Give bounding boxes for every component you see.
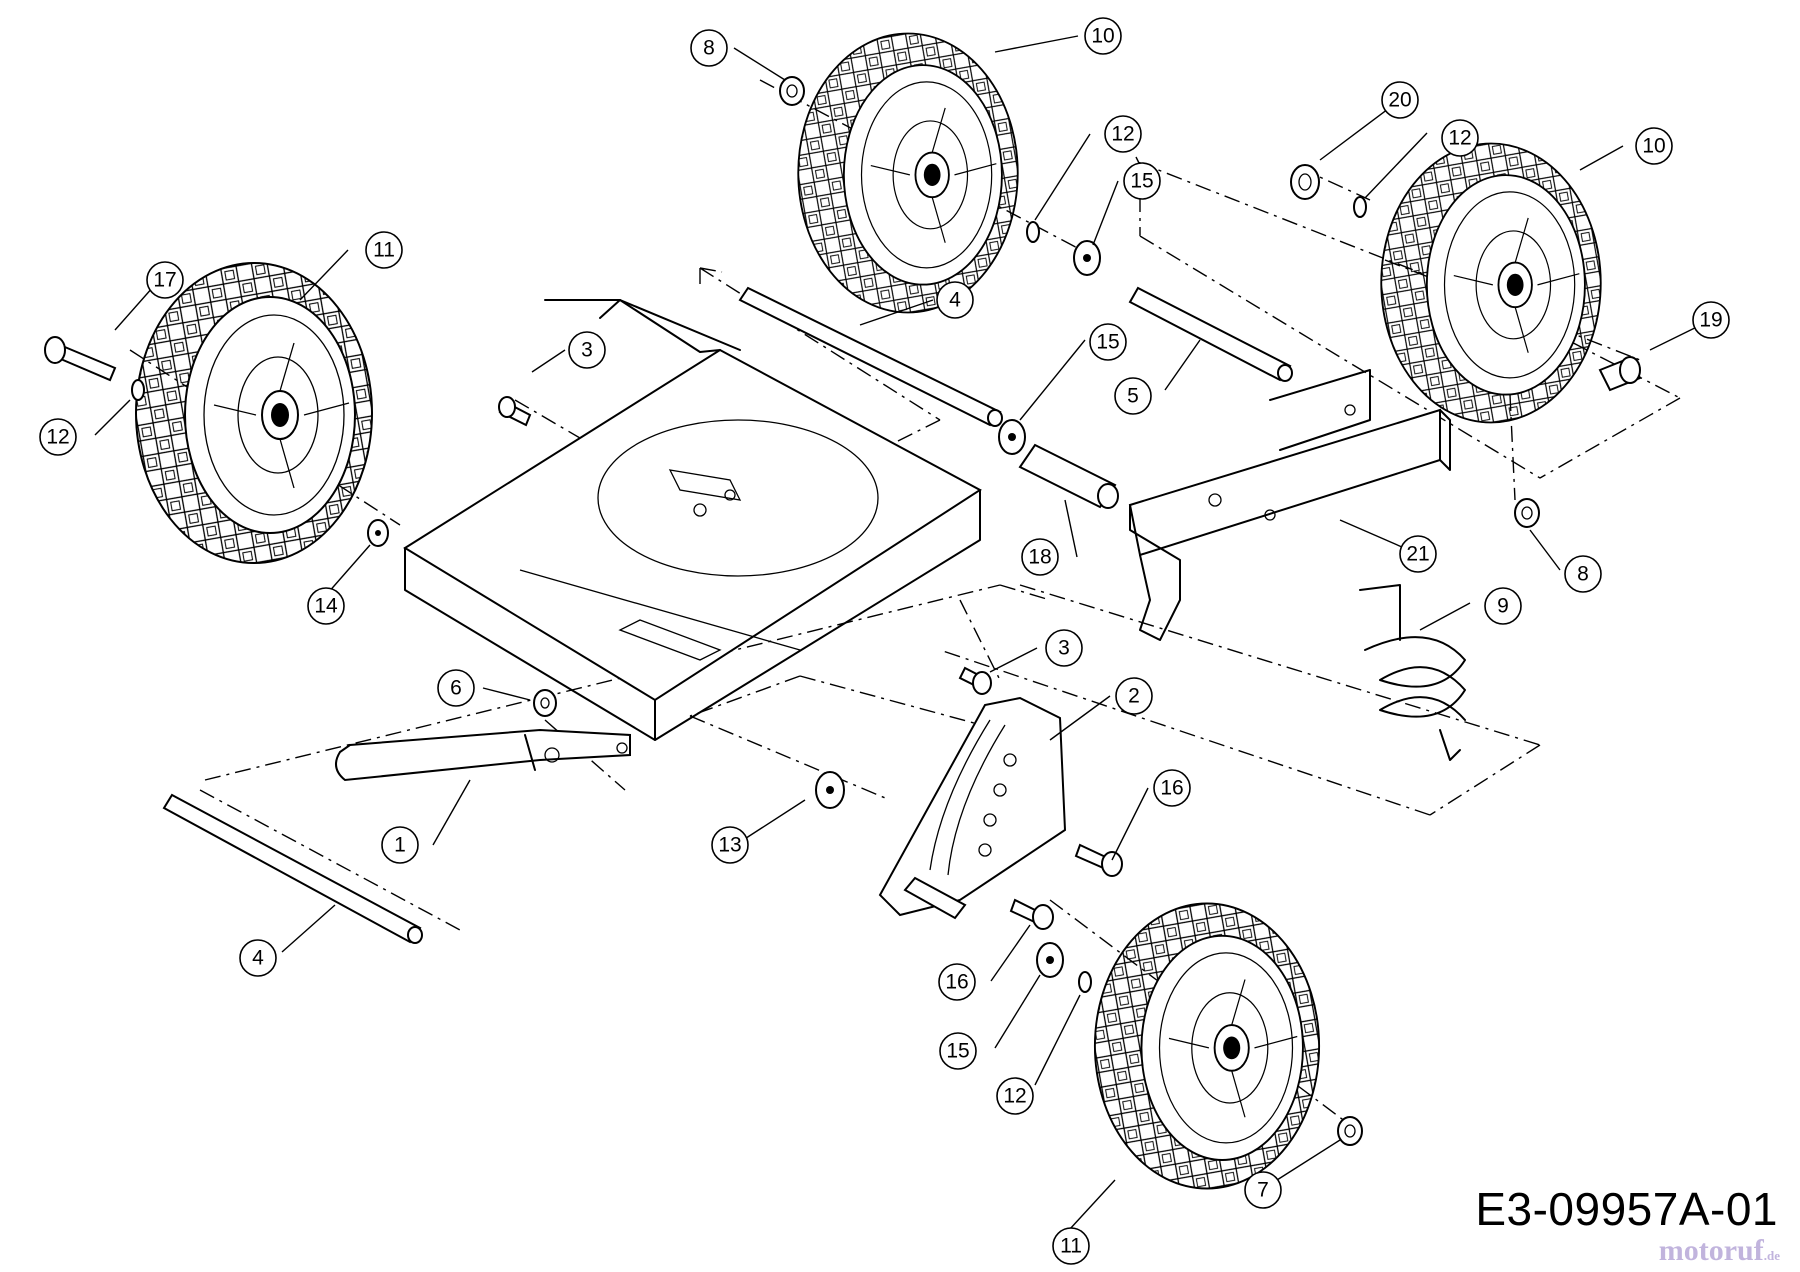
svg-text:16: 16 bbox=[1160, 777, 1183, 800]
pivot-plate-2 bbox=[878, 696, 1067, 920]
svg-text:15: 15 bbox=[1130, 170, 1153, 193]
svg-text:8: 8 bbox=[1577, 563, 1589, 586]
svg-text:12: 12 bbox=[1448, 127, 1471, 150]
axle-front bbox=[162, 793, 423, 944]
svg-text:12: 12 bbox=[46, 426, 69, 449]
svg-text:6: 6 bbox=[450, 677, 462, 700]
axle-rear bbox=[738, 286, 1003, 427]
svg-text:15: 15 bbox=[1096, 331, 1119, 354]
svg-text:9: 9 bbox=[1497, 595, 1509, 618]
callout-14: 14 bbox=[307, 587, 345, 625]
callout-8: 8 bbox=[690, 29, 728, 67]
svg-text:4: 4 bbox=[252, 947, 264, 970]
svg-text:15: 15 bbox=[946, 1040, 969, 1063]
svg-text:2: 2 bbox=[1128, 685, 1140, 708]
svg-text:10: 10 bbox=[1642, 135, 1665, 158]
callout-15: 15 bbox=[939, 1032, 977, 1070]
svg-text:10: 10 bbox=[1091, 25, 1114, 48]
callout-21: 21 bbox=[1399, 535, 1437, 573]
svg-text:21: 21 bbox=[1406, 543, 1429, 566]
svg-text:11: 11 bbox=[1060, 1235, 1082, 1258]
callout-15: 15 bbox=[1123, 162, 1161, 200]
svg-text:19: 19 bbox=[1699, 309, 1722, 332]
svg-text:1: 1 bbox=[394, 834, 406, 857]
callout-1: 1 bbox=[381, 826, 419, 864]
watermark-tld: .de bbox=[1763, 1248, 1780, 1263]
deck-frame bbox=[403, 299, 982, 741]
callout-8: 8 bbox=[1564, 555, 1602, 593]
bracket-height-adjust bbox=[1128, 369, 1451, 641]
svg-text:20: 20 bbox=[1388, 89, 1411, 112]
callout-11: 11 bbox=[365, 231, 403, 269]
watermark-name: motoruf bbox=[1658, 1234, 1764, 1267]
svg-text:11: 11 bbox=[373, 239, 395, 262]
callout-2: 2 bbox=[1115, 677, 1153, 715]
svg-text:7: 7 bbox=[1257, 1179, 1269, 1202]
svg-text:18: 18 bbox=[1028, 546, 1051, 569]
callout-16: 16 bbox=[1153, 769, 1191, 807]
callout-20: 20 bbox=[1381, 81, 1419, 119]
callout-11: 11 bbox=[1052, 1227, 1090, 1265]
wheel-front-right bbox=[1093, 902, 1321, 1190]
svg-text:3: 3 bbox=[581, 339, 593, 362]
svg-text:12: 12 bbox=[1111, 123, 1134, 146]
callout-19: 19 bbox=[1692, 301, 1730, 339]
svg-text:14: 14 bbox=[314, 595, 338, 618]
callout-12: 12 bbox=[39, 418, 77, 456]
svg-text:16: 16 bbox=[945, 971, 968, 994]
callout-16: 16 bbox=[938, 963, 976, 1001]
shaft-5 bbox=[1128, 286, 1293, 382]
callout-15: 15 bbox=[1089, 323, 1127, 361]
svg-text:4: 4 bbox=[949, 289, 961, 312]
watermark-logo: motoruf.de bbox=[1659, 1234, 1780, 1268]
sleeve-18 bbox=[1018, 443, 1119, 509]
callout-5: 5 bbox=[1114, 377, 1152, 415]
callout-4: 4 bbox=[936, 281, 974, 319]
leader-lines bbox=[94, 35, 1712, 1243]
lever-1 bbox=[335, 728, 631, 782]
svg-text:3: 3 bbox=[1058, 637, 1070, 660]
callout-17: 17 bbox=[146, 261, 184, 299]
callout-12: 12 bbox=[996, 1077, 1034, 1115]
svg-text:12: 12 bbox=[1003, 1085, 1026, 1108]
callout-18: 18 bbox=[1021, 538, 1059, 576]
callout-7: 7 bbox=[1244, 1171, 1282, 1209]
wheel-rear-left bbox=[797, 32, 1019, 314]
callout-12: 12 bbox=[1104, 115, 1142, 153]
svg-text:17: 17 bbox=[153, 269, 176, 292]
wheel-rear-right bbox=[1380, 142, 1602, 424]
callout-3: 3 bbox=[1045, 629, 1083, 667]
callout-10: 10 bbox=[1084, 17, 1122, 55]
callout-10: 10 bbox=[1635, 127, 1673, 165]
svg-text:5: 5 bbox=[1127, 385, 1139, 408]
svg-text:13: 13 bbox=[718, 834, 741, 857]
hardware bbox=[44, 76, 1642, 1146]
callout-12: 12 bbox=[1441, 119, 1479, 157]
wheel-front-left bbox=[135, 262, 373, 564]
spring-9 bbox=[1359, 584, 1466, 761]
callout-4: 4 bbox=[239, 939, 277, 977]
callout-3: 3 bbox=[568, 331, 606, 369]
callout-6: 6 bbox=[437, 669, 475, 707]
callout-9: 9 bbox=[1484, 587, 1522, 625]
svg-text:8: 8 bbox=[703, 37, 715, 60]
callout-13: 13 bbox=[711, 826, 749, 864]
drawing-number: E3-09957A-01 bbox=[1475, 1183, 1778, 1235]
callouts: 1 2 3 3 4 4 5 6 7 8 8 9 10 10 11 11 12 1… bbox=[39, 17, 1730, 1265]
